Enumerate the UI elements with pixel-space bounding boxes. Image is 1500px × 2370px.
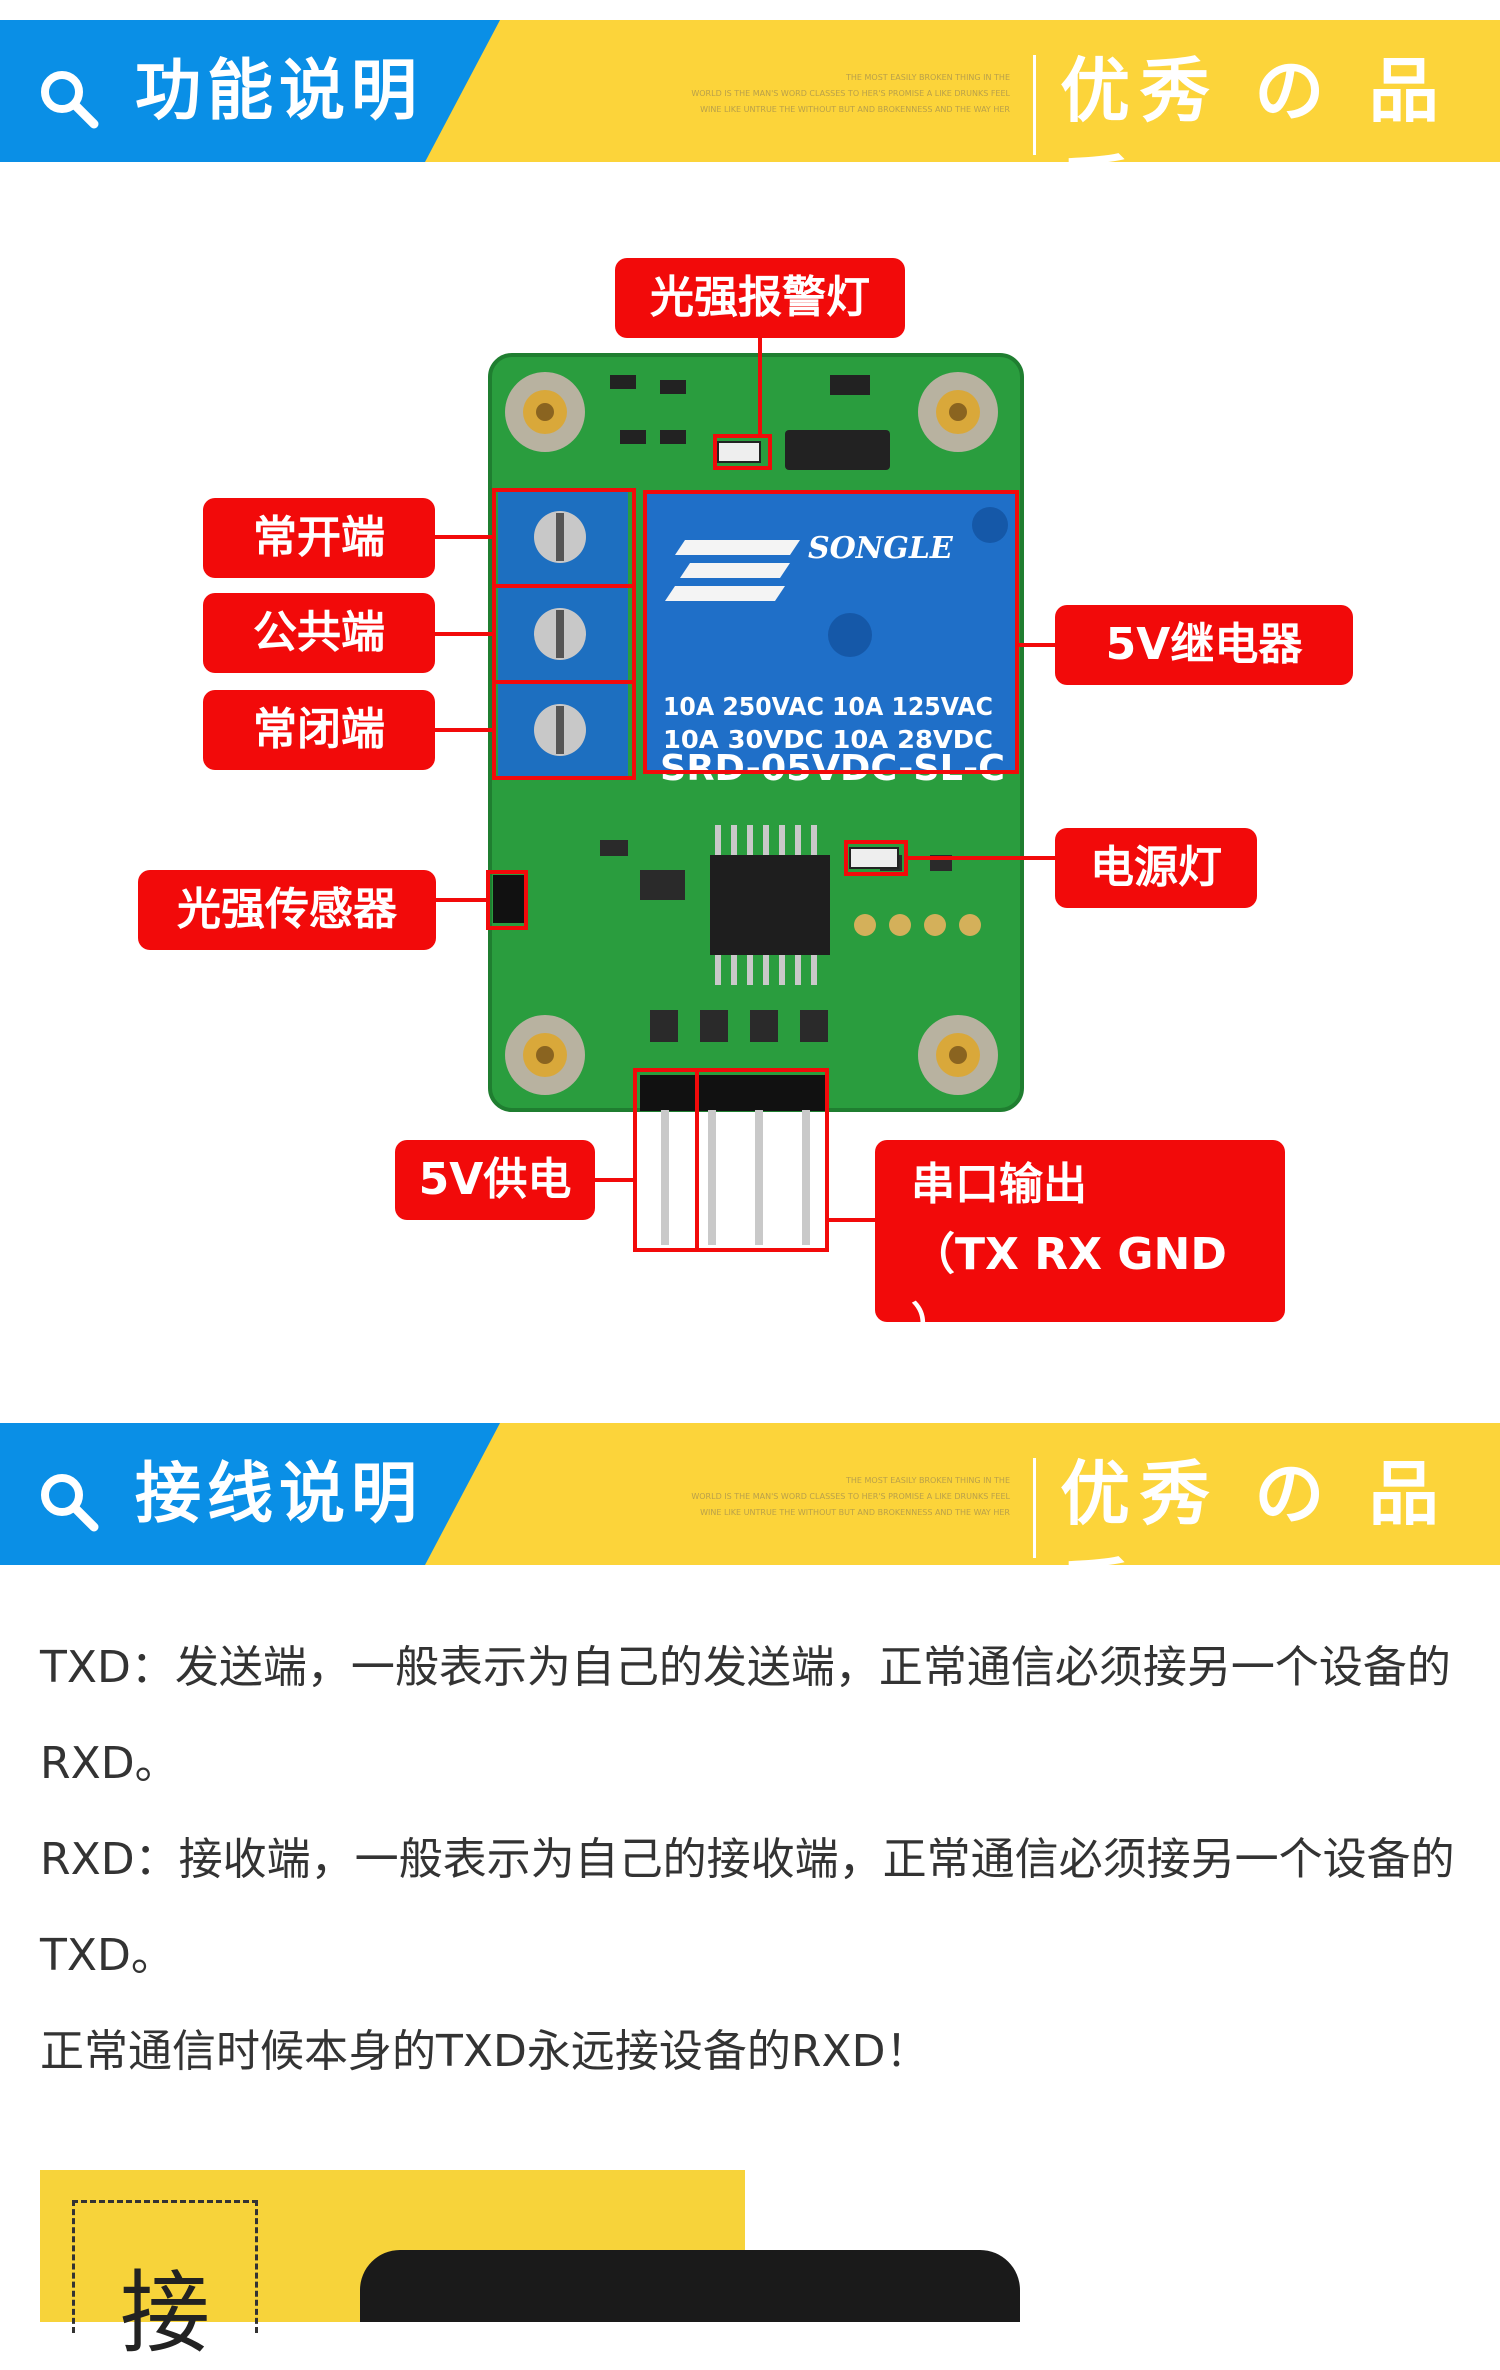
card-heading-glyph: 接	[120, 2261, 210, 2366]
usb-ttl-board-photo	[360, 2250, 1020, 2322]
callout-common: 公共端	[203, 593, 435, 673]
callout-power-supply: 5V供电	[395, 1140, 595, 1220]
callout-power-light: 电源灯	[1055, 828, 1257, 908]
banner-fine-print: THE MOST EASILY BROKEN THING IN THE WORL…	[691, 73, 1010, 114]
chip	[710, 855, 830, 955]
banner-fine-print: THE MOST EASILY BROKEN THING IN THE WORL…	[691, 1476, 1010, 1517]
rxd-description: RXD：接收端，一般表示为自己的接收端，正常通信必须接另一个设备的TXD。	[40, 1834, 1455, 1981]
txd-description: TXD：发送端，一般表示为自己的发送端，正常通信必须接另一个设备的RXD。	[40, 1642, 1451, 1789]
relay-brand: SONGLE	[808, 531, 954, 566]
callout-alarm-light: 光强报警灯	[615, 258, 905, 338]
search-icon	[41, 71, 99, 129]
mount-screw	[918, 1015, 998, 1095]
terminal-screw	[534, 704, 586, 756]
module-photo: SONGLE 10A 250VAC 10A 125VAC 10A 30VDC 1…	[430, 330, 1055, 1252]
terminal-screw	[534, 511, 586, 563]
callout-relay: 5V继电器	[1055, 605, 1353, 685]
callout-serial-output: 串口输出 （TX RX GND ）	[875, 1140, 1285, 1350]
section-title: 功能说明	[135, 52, 423, 129]
quality-slogan: 优秀 の 品质	[1060, 1453, 1449, 1633]
section-title: 接线说明	[135, 1455, 423, 1532]
banner-divider	[1033, 55, 1036, 155]
section-banner-wiring: 接线说明 THE MOST EASILY BROKEN THING IN THE…	[0, 1423, 1500, 1633]
mount-screw	[505, 1015, 585, 1095]
relay-rating-1: 10A 250VAC 10A 125VAC	[663, 692, 993, 721]
mount-screw	[505, 372, 585, 452]
search-icon	[41, 1474, 99, 1532]
callout-normally-open: 常开端	[203, 498, 435, 578]
relay-model: SRD-05VDC-SL-C	[660, 748, 1005, 789]
mount-screw	[918, 372, 998, 452]
serial-output-pins: （TX RX GND ）	[911, 1229, 1227, 1350]
callout-normally-closed: 常闭端	[203, 690, 435, 770]
relay-rating-2: 10A 30VDC 10A 28VDC	[663, 725, 993, 754]
quality-slogan: 优秀 の 品质	[1060, 50, 1449, 230]
banner-divider	[1033, 1458, 1036, 1558]
dashed-frame	[72, 2200, 258, 2333]
callout-light-sensor: 光强传感器	[138, 870, 436, 950]
banner-background	[0, 20, 1500, 162]
terminal-screw	[534, 608, 586, 660]
section-banner-function: 功能说明 THE MOST EASILY BROKEN THING IN THE…	[0, 20, 1500, 230]
banner-background	[0, 1423, 1500, 1565]
serial-output-title: 串口输出	[911, 1159, 1087, 1210]
wiring-rule: 正常通信时候本身的TXD永远接设备的RXD！	[40, 2026, 930, 2077]
wiring-description: TXD：发送端，一般表示为自己的发送端，正常通信必须接另一个设备的RXD。 RX…	[40, 1620, 1460, 2100]
